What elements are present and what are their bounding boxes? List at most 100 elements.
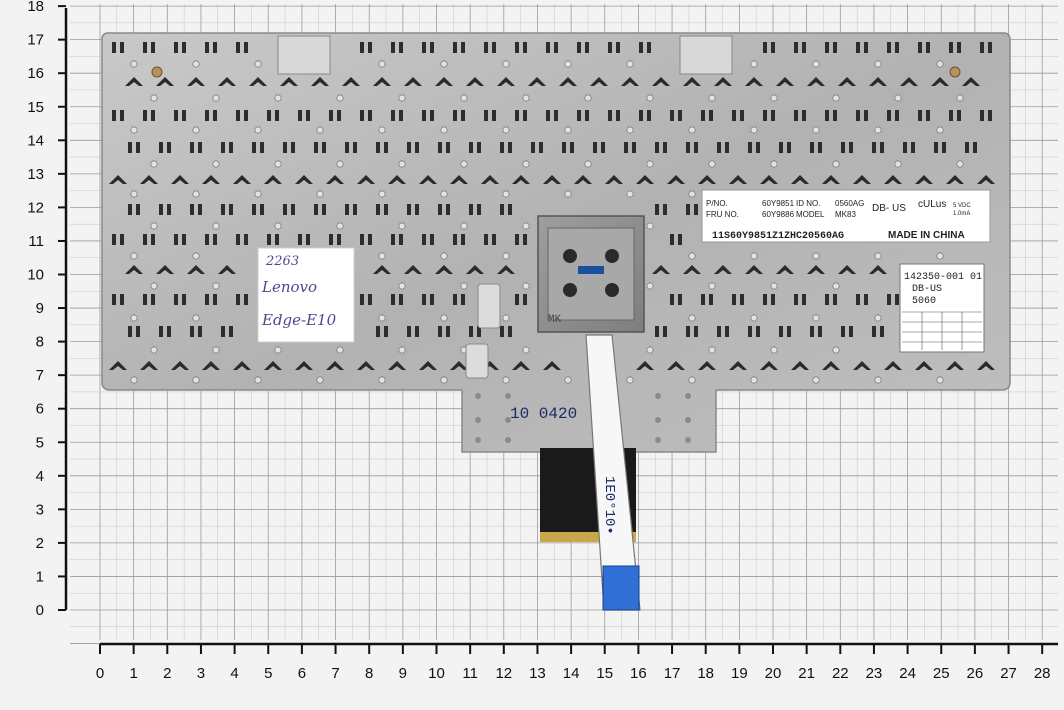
- rivet: [150, 160, 158, 168]
- key-hole: [205, 110, 209, 121]
- key-hole: [918, 110, 922, 121]
- key-hole: [505, 393, 511, 399]
- key-hole: [388, 361, 406, 370]
- key-hole: [159, 142, 163, 153]
- rivet: [254, 60, 262, 68]
- key-hole: [911, 142, 915, 153]
- key-hole: [484, 234, 488, 245]
- key-hole: [729, 175, 747, 184]
- pno-label: P/NO.: [706, 199, 728, 208]
- key-hole: [337, 234, 341, 245]
- key-hole: [946, 175, 964, 184]
- key-hole: [698, 175, 716, 184]
- rivet: [874, 252, 882, 260]
- key-hole: [415, 326, 419, 337]
- key-hole: [190, 326, 194, 337]
- key-hole: [698, 361, 716, 370]
- key-hole: [213, 234, 217, 245]
- ul-mark: cULus: [918, 199, 946, 210]
- key-hole: [771, 110, 775, 121]
- key-hole: [244, 110, 248, 121]
- rivet: [646, 346, 654, 354]
- key-hole: [430, 110, 434, 121]
- key-hole: [900, 77, 918, 86]
- key-hole: [655, 417, 661, 423]
- rivet: [646, 282, 654, 290]
- key-hole: [388, 175, 406, 184]
- x-tick-label: 14: [563, 665, 580, 682]
- rivet: [130, 376, 138, 384]
- y-tick-label: 13: [27, 166, 44, 183]
- key-hole: [407, 204, 411, 215]
- key-hole: [453, 42, 457, 53]
- key-hole: [528, 77, 546, 86]
- key-hole: [466, 265, 484, 274]
- rivet: [770, 346, 778, 354]
- key-hole: [112, 294, 116, 305]
- y-tick-label: 9: [36, 300, 44, 317]
- key-hole: [159, 204, 163, 215]
- key-hole: [481, 175, 499, 184]
- rivet: [522, 346, 530, 354]
- rivet: [626, 126, 634, 134]
- key-hole: [236, 234, 240, 245]
- rivet: [936, 126, 944, 134]
- y-tick-label: 6: [36, 401, 44, 418]
- rivet: [750, 314, 758, 322]
- rivet: [460, 222, 468, 230]
- y-tick-label: 7: [36, 367, 44, 384]
- rivet: [274, 222, 282, 230]
- rivet: [460, 160, 468, 168]
- key-hole: [128, 326, 132, 337]
- key-hole: [497, 77, 515, 86]
- key-hole: [818, 142, 822, 153]
- x-tick-label: 8: [365, 665, 373, 682]
- key-hole: [880, 326, 884, 337]
- key-hole: [353, 142, 357, 153]
- board-stamp: 10 0420: [510, 405, 577, 423]
- rivet: [398, 346, 406, 354]
- key-hole: [546, 42, 550, 53]
- key-hole: [174, 110, 178, 121]
- key-hole: [233, 361, 251, 370]
- key-hole: [120, 234, 124, 245]
- key-hole: [368, 294, 372, 305]
- rivet: [440, 126, 448, 134]
- key-hole: [109, 175, 127, 184]
- rivet: [750, 60, 758, 68]
- key-hole: [887, 42, 891, 53]
- rivet: [646, 94, 654, 102]
- bracket-right: [679, 35, 733, 75]
- key-hole: [295, 361, 313, 370]
- key-hole: [962, 77, 980, 86]
- x-tick-label: 1: [129, 665, 137, 682]
- key-hole: [694, 142, 698, 153]
- key-hole: [391, 294, 395, 305]
- key-hole: [419, 361, 437, 370]
- key-hole: [267, 234, 271, 245]
- key-hole: [942, 142, 946, 153]
- key-hole: [678, 294, 682, 305]
- key-hole: [934, 142, 938, 153]
- key-hole: [678, 110, 682, 121]
- key-hole: [360, 294, 364, 305]
- key-hole: [174, 42, 178, 53]
- key-hole: [221, 142, 225, 153]
- key-hole: [776, 265, 794, 274]
- key-hole: [508, 326, 512, 337]
- rivet: [956, 160, 964, 168]
- fru-value: 60Y9886: [762, 210, 795, 219]
- key-hole: [880, 142, 884, 153]
- key-hole: [779, 326, 783, 337]
- key-hole: [714, 77, 732, 86]
- x-tick-label: 6: [298, 665, 306, 682]
- rivet: [874, 376, 882, 384]
- x-tick-label: 9: [399, 665, 407, 682]
- key-hole: [543, 175, 561, 184]
- rivet: [274, 160, 282, 168]
- rivet: [564, 190, 572, 198]
- key-hole: [190, 204, 194, 215]
- x-tick-label: 25: [933, 665, 950, 682]
- key-hole: [872, 326, 876, 337]
- rivet: [150, 282, 158, 290]
